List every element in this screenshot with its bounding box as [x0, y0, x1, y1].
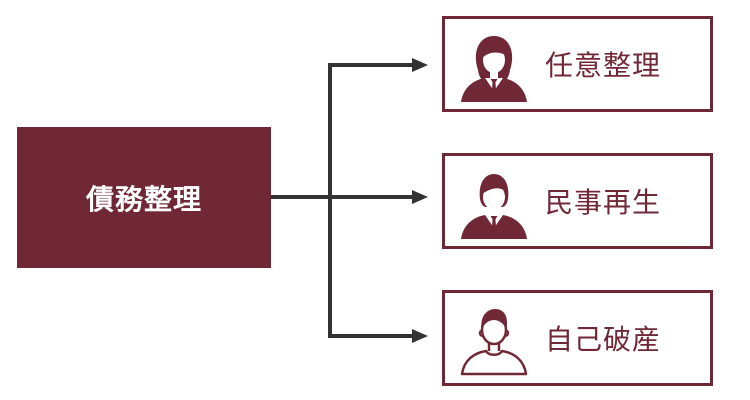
- option-label: 任意整理: [545, 49, 662, 82]
- option-label: 民事再生: [545, 186, 662, 219]
- arrowhead-0: [412, 58, 428, 72]
- woman-short-hair-icon: [461, 174, 527, 239]
- root-label: 債務整理: [85, 182, 202, 216]
- woman-long-hair-icon: [461, 36, 527, 102]
- option-box-personal-bankruptcy: 自己破産: [442, 290, 713, 386]
- option-label: 自己破産: [545, 323, 662, 356]
- option-box-civil-rehabilitation: 民事再生: [442, 153, 713, 249]
- man-outline-icon: [460, 309, 528, 376]
- option-box-voluntary-settlement: 任意整理: [442, 16, 713, 112]
- arrowhead-2: [412, 329, 428, 343]
- root-node: 債務整理: [17, 127, 271, 268]
- arrowhead-1: [412, 190, 428, 204]
